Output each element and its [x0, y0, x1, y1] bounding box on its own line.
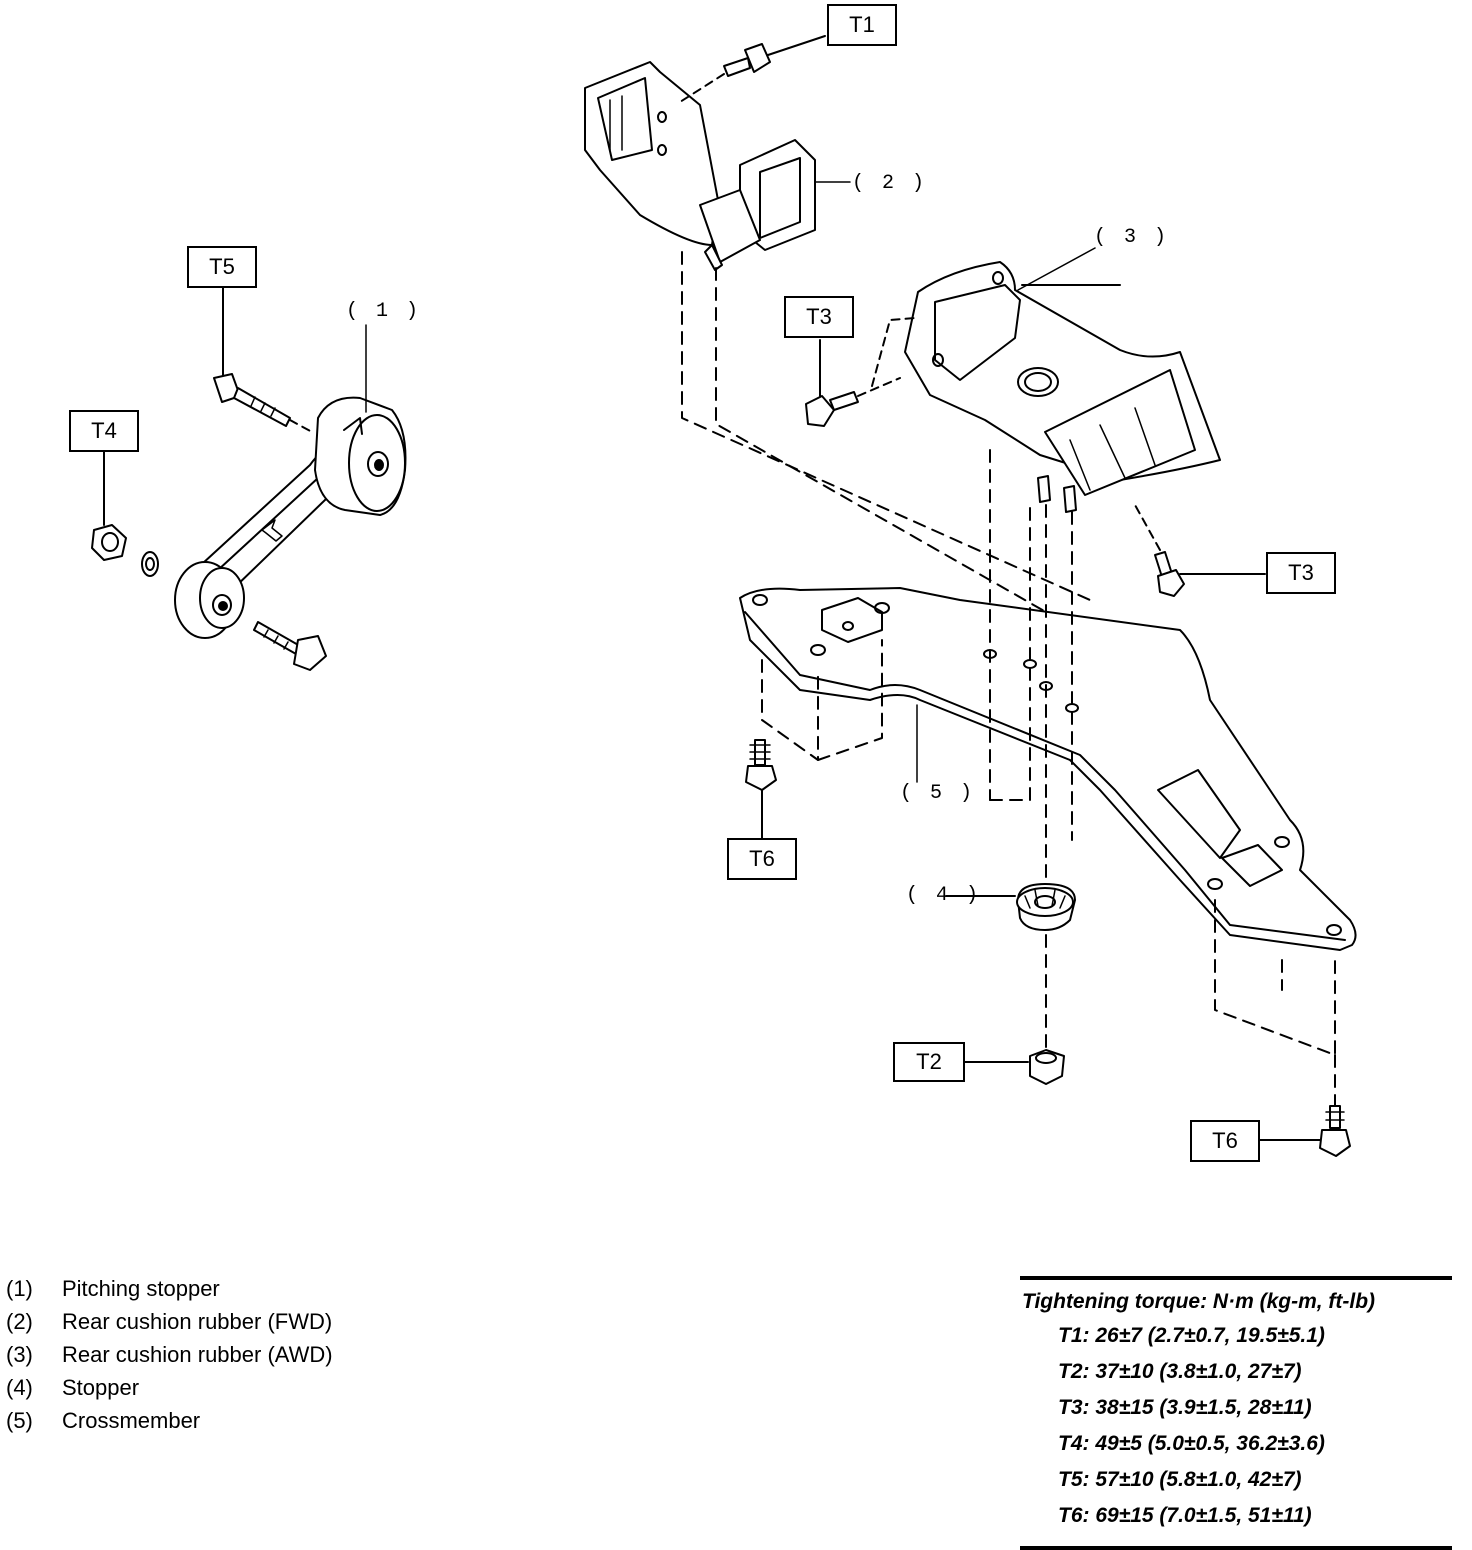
- tag-t6-left: T6: [727, 838, 797, 880]
- rear-cushion-rubber-fwd: [584, 61, 816, 271]
- tag-t3-upper: T3: [784, 296, 854, 338]
- callout-4: ( 4 ): [906, 884, 982, 907]
- legend-item: (5) Crossmember: [6, 1404, 333, 1437]
- t6-right-guide-lines: [1214, 899, 1336, 1106]
- t6-right-bolt: [1257, 1105, 1351, 1157]
- legend-item: (2) Rear cushion rubber (FWD): [6, 1305, 333, 1338]
- t1-bolt: [679, 35, 826, 103]
- stopper: [945, 883, 1076, 1049]
- t5-bolt: [213, 287, 313, 433]
- torque-row-t1: T1: 26±7 (2.7±0.7, 19.5±5.1): [1058, 1324, 1325, 1347]
- legend-number: (1): [6, 1276, 33, 1301]
- legend-label: Stopper: [62, 1375, 140, 1400]
- pitching-stopper: [174, 396, 407, 639]
- callout-leaders: [365, 181, 1096, 783]
- torque-specifications: Tightening torque: N·m (kg-m, ft-lb) T1:…: [1020, 1276, 1452, 1550]
- fwd-bracket-guide-lines: [681, 251, 1091, 621]
- t6-left-guide-lines: [761, 639, 883, 761]
- legend-number: (5): [6, 1408, 33, 1433]
- t6-left-bolt: [745, 739, 777, 839]
- torque-title: Tightening torque: N·m (kg-m, ft-lb): [1022, 1290, 1376, 1313]
- t4-nut-washer: [91, 451, 159, 577]
- rear-cushion-rubber-awd: [904, 261, 1221, 513]
- tag-t4: T4: [69, 410, 139, 452]
- torque-row-t4: T4: 49±5 (5.0±0.5, 36.2±3.6): [1058, 1432, 1325, 1455]
- legend-number: (4): [6, 1375, 33, 1400]
- tag-t5: T5: [187, 246, 257, 288]
- crossmember: [739, 587, 1357, 951]
- torque-row-t2: T2: 37±10 (3.8±1.0, 27±7): [1058, 1360, 1302, 1383]
- callout-5: ( 5 ): [900, 782, 976, 805]
- legend-number: (3): [6, 1342, 33, 1367]
- t3-upper-bolt: [805, 317, 916, 427]
- legend-label: Rear cushion rubber (FWD): [62, 1309, 333, 1334]
- callout-3: ( 3 ): [1094, 226, 1170, 249]
- t2-nut: [964, 1049, 1065, 1085]
- callout-1: ( 1 ): [346, 300, 422, 323]
- bottom-rule: [1020, 1546, 1452, 1550]
- tag-t6-right: T6: [1190, 1120, 1260, 1162]
- tag-t2: T2: [893, 1042, 965, 1082]
- legend-item: (4) Stopper: [6, 1371, 333, 1404]
- parts-legend: (1) Pitching stopper (2) Rear cushion ru…: [6, 1272, 333, 1437]
- tag-t3-lower: T3: [1266, 552, 1336, 594]
- legend-label: Pitching stopper: [62, 1276, 220, 1301]
- torque-row-t5: T5: 57±10 (5.8±1.0, 42±7): [1058, 1468, 1302, 1491]
- legend-label: Crossmember: [62, 1408, 201, 1433]
- exploded-parts-diagram: ( 1 ) ( 2 ) ( 3 ) ( 4 ) ( 5 ) T1 T5 T3 T…: [69, 4, 1357, 1162]
- legend-item: (3) Rear cushion rubber (AWD): [6, 1338, 333, 1371]
- legend-item: (1) Pitching stopper: [6, 1272, 333, 1305]
- legend-label: Rear cushion rubber (AWD): [62, 1342, 333, 1367]
- top-rule: [1020, 1276, 1452, 1280]
- awd-guide-lines: [989, 449, 1073, 881]
- torque-row-t6: T6: 69±15 (7.0±1.5, 51±11): [1058, 1504, 1312, 1527]
- torque-row-t3: T3: 38±15 (3.9±1.5, 28±11): [1058, 1396, 1312, 1419]
- pitching-stopper-lower-bolt: [253, 621, 327, 671]
- callout-2: ( 2 ): [852, 172, 928, 195]
- legend-number: (2): [6, 1309, 33, 1334]
- tag-t1: T1: [827, 4, 897, 46]
- t3-lower-bolt: [1134, 504, 1266, 597]
